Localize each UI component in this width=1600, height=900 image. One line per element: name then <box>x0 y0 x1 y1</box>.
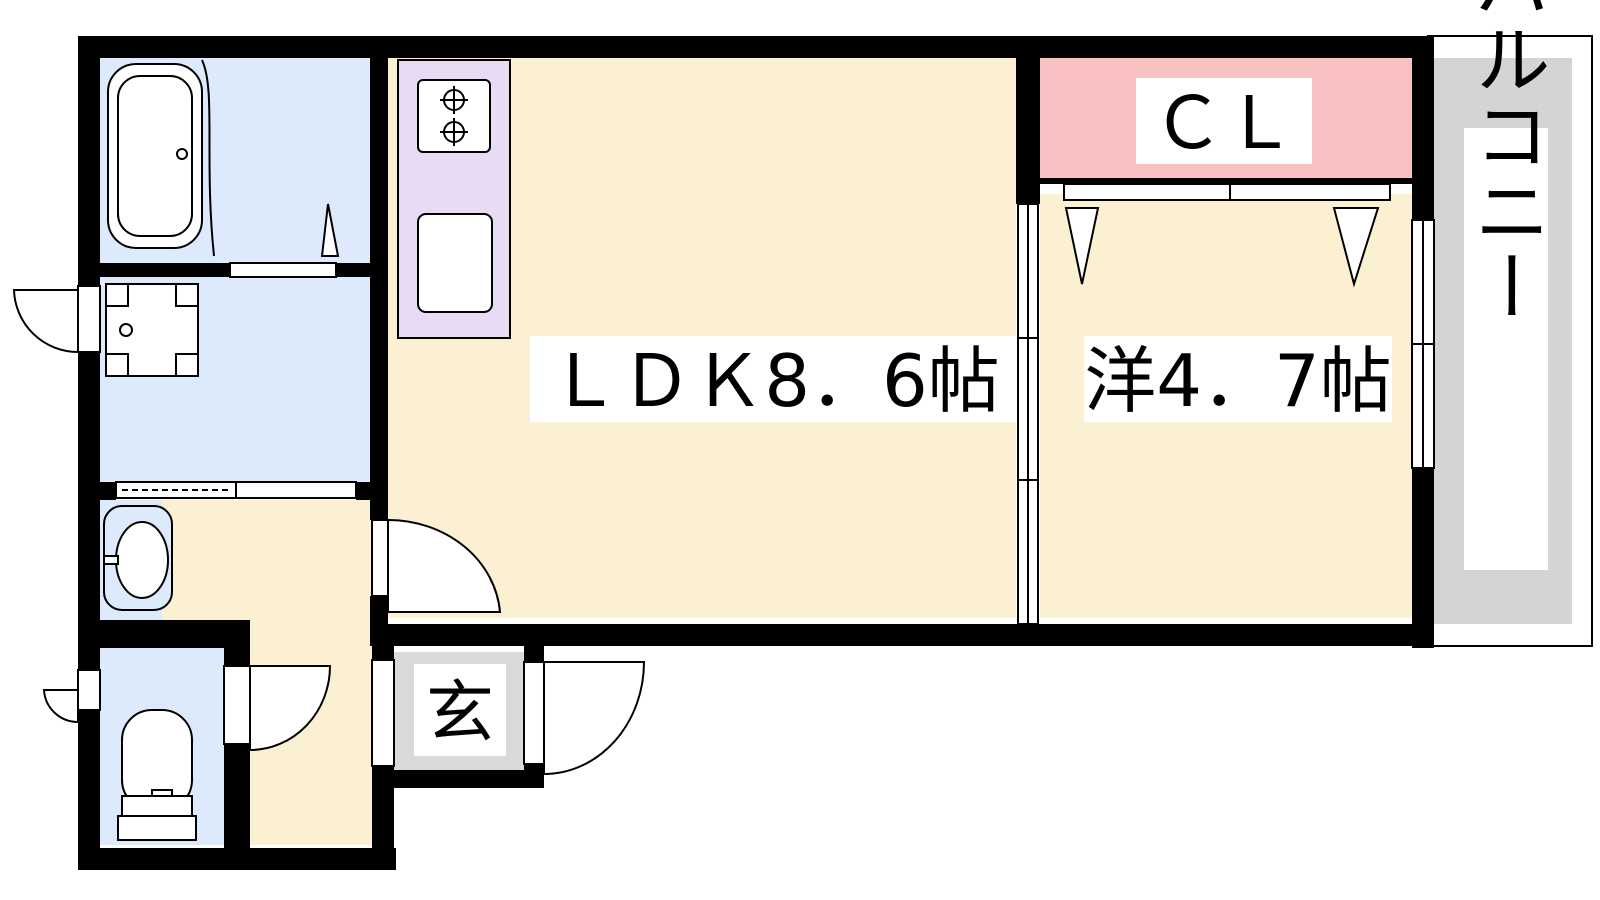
western-label-bg <box>1084 336 1392 422</box>
shower-icon <box>320 203 340 257</box>
bathtub-inner <box>117 75 193 237</box>
burner-icon <box>440 86 468 146</box>
door-entrance <box>523 661 646 776</box>
entrance-label-bg <box>414 664 506 756</box>
door-toilet <box>223 665 332 752</box>
bath-partition <box>201 59 215 257</box>
window-washroom-left <box>77 285 101 353</box>
toilet-icon <box>117 709 197 841</box>
walls <box>78 36 1434 870</box>
washer-drain-icon <box>119 323 133 337</box>
ldk-label-bg <box>530 336 1016 422</box>
closet-label-bg <box>1136 78 1312 164</box>
bath-door <box>229 262 337 278</box>
door-washroom-exterior <box>12 289 79 354</box>
door-toilet-exterior <box>42 689 79 724</box>
washroom-sliding-door <box>115 481 357 499</box>
door-hall-entrance <box>371 659 395 767</box>
faucet-icon <box>103 555 119 565</box>
balcony-label-bg <box>1464 128 1548 570</box>
window-toilet-left <box>77 669 101 711</box>
closet-label: ＣＬ <box>1152 81 1296 165</box>
sliding-partition <box>1017 203 1039 625</box>
bathtub <box>107 63 203 249</box>
kitchen-sink <box>417 213 493 313</box>
stove <box>417 79 491 153</box>
entrance-label: 玄 <box>426 674 494 753</box>
ldk-label: ＬＤＫ8．6帖 <box>548 339 1000 423</box>
drain-icon <box>176 148 188 160</box>
door-ldk <box>371 518 502 613</box>
washing-machine-feet <box>105 283 199 377</box>
basin-bowl <box>115 521 169 599</box>
closet-doors <box>1063 183 1391 288</box>
window-western-right <box>1411 219 1435 469</box>
western-label: 洋4．7帖 <box>1084 339 1392 423</box>
balcony-label: バルコニー <box>1462 0 1551 324</box>
